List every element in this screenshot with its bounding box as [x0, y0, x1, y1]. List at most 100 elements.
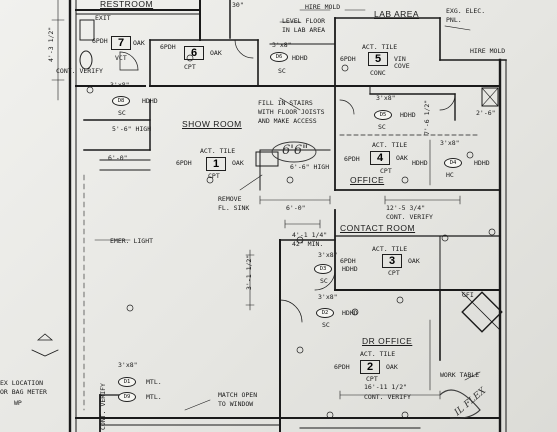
lab-number: 5	[368, 52, 388, 66]
d5-hdhd: HDHD	[400, 111, 416, 119]
show-number: 1	[206, 157, 226, 171]
restroom-oak: OAK	[133, 39, 145, 47]
note-cont-verify-2: CONT. VERIFY	[364, 393, 411, 401]
handwritten-dimension: 6'6"	[282, 143, 309, 158]
d9-mtl: MTL.	[146, 393, 162, 401]
note-in-lab-area: IN LAB AREA	[282, 26, 326, 34]
note-emer-light: EMER. LIGHT	[110, 237, 154, 245]
d3-hdhd: HDHD	[342, 265, 358, 273]
door-tag-d3: D3	[314, 264, 332, 274]
restroom-label: RESTROOM	[100, 0, 154, 9]
lab-area-label: LAB AREA	[374, 9, 420, 19]
restroom-tag: EXIT	[95, 14, 111, 22]
office-label: OFFICE	[350, 175, 385, 185]
office-hdhr: HDHD	[412, 159, 428, 167]
note-fill-stairs: FILL IN STAIRS	[258, 99, 313, 107]
dr-spec: 6PDH	[334, 363, 350, 371]
dim-door-d1: 3'x8"	[118, 361, 138, 369]
dr-tile: ACT. TILE	[360, 350, 396, 358]
dim-contact-width: 12'-5 3/4"	[386, 204, 426, 212]
note-level-floor: LEVEL FLOOR	[282, 17, 326, 25]
show-finish: CPT	[208, 172, 220, 180]
dim-contact-depth: 4'-1 1/4"	[292, 231, 328, 239]
note-hire-mold-2: HIRE MOLD	[470, 47, 506, 55]
note-high-2: 6'-6" HIGH	[290, 163, 330, 171]
gfi-tag: GFI	[462, 291, 474, 299]
door-tag-d1: D1	[118, 377, 136, 387]
door-tag-d9: D9	[118, 392, 136, 402]
room6-number: 6	[184, 46, 204, 60]
restroom-finish: VCT	[115, 54, 127, 62]
sink-outline	[255, 151, 279, 167]
contact-tile: ACT. TILE	[372, 245, 408, 253]
door-tag-d6: D6	[270, 52, 288, 62]
show-tile: ACT. TILE	[200, 147, 236, 155]
lab-hdhd: HDHD	[292, 54, 308, 62]
note-bag-meter: OR BAG METER	[0, 388, 47, 396]
dim-right-small: 2'-6"	[476, 109, 496, 117]
room6-spec: 6PDH	[160, 43, 176, 51]
lab-finish: CONC	[370, 69, 386, 77]
d5-sc: SC	[378, 123, 386, 131]
d3-sc: SC	[320, 277, 328, 285]
dr-number: 2	[360, 360, 380, 374]
restroom-number: 7	[111, 36, 131, 50]
note-fl-sink: FL. SINK	[218, 204, 250, 212]
show-spec: 6PDH	[176, 159, 192, 167]
alcove-sc: SC	[118, 109, 126, 117]
lab-tile: ACT. TILE	[362, 43, 398, 51]
note-make-access: AND MAKE ACCESS	[258, 117, 317, 125]
office-spec: 6PDH	[344, 155, 360, 163]
dim-alcove-door: 3'x8"	[110, 81, 130, 89]
room6-finish: CPT	[184, 63, 196, 71]
dim-30: 30"	[232, 1, 244, 9]
contact-room-label: CONTACT ROOM	[340, 223, 416, 233]
door-tag-d5: D5	[374, 110, 392, 120]
dim-door-lab: 3'x8"	[272, 41, 292, 49]
dim-counter: 6'-0"	[286, 204, 306, 212]
d2-hdhd: HDHD	[342, 309, 358, 317]
d2-sc: SC	[322, 321, 330, 329]
dim-42-min: 42" MIN.	[292, 240, 324, 248]
dim-door-d4: 3'x8"	[440, 139, 460, 147]
note-high-1: 5'-6" HIGH	[112, 125, 152, 133]
d4-hdhd: HDHD	[474, 159, 490, 167]
dr-finish: CPT	[366, 375, 378, 383]
dim-door-d2: 3'x8"	[318, 293, 338, 301]
dim-office-height: 7'-6 1/2"	[423, 99, 431, 135]
note-pnl: PNL.	[446, 16, 462, 24]
contact-finish: CPT	[388, 269, 400, 277]
handwritten-circle	[271, 141, 317, 163]
door-tag-d4: D4	[444, 158, 462, 168]
note-exg-elec: EXG. ELEC.	[446, 7, 486, 15]
note-match-open: MATCH OPEN	[218, 391, 258, 399]
dim-door-d3: 3'x8"	[318, 251, 338, 259]
lab-vin-cove: VIN COVE	[394, 55, 410, 70]
office-tile: ACT. TILE	[372, 141, 408, 149]
office-finish: CPT	[380, 167, 392, 175]
dim-dr-width: 16'-11 1/2"	[364, 383, 408, 391]
d1-mtl: MTL.	[146, 378, 162, 386]
note-hire-mold: HIRE MOLD	[305, 3, 341, 11]
dim-alcove-width: 6'-0"	[108, 154, 128, 162]
lab-spec: 6PDH	[340, 55, 356, 63]
door-tag-d2: D2	[316, 308, 334, 318]
office-number: 4	[370, 151, 390, 165]
contact-spec: 6PDH	[340, 257, 356, 265]
show-oak: OAK	[232, 159, 244, 167]
note-ex-location: EX LOCATION	[0, 379, 44, 387]
corner-fixture	[461, 291, 503, 333]
note-cont-verify-left: CONT. VERIFY	[56, 67, 103, 75]
note-cont-verify-1: CONT. VERIFY	[386, 213, 433, 221]
note-work-table: WORK TABLE	[440, 371, 480, 379]
dim-left-contact: 3'-1 1/2"	[245, 254, 253, 290]
contact-number: 3	[382, 254, 402, 268]
alcove-hdhd: HDHD	[142, 97, 158, 105]
door-tag-d8: D8	[112, 96, 130, 106]
office-oak: OAK	[396, 154, 408, 162]
dim-d5-door: 3'x8"	[376, 94, 396, 102]
note-floor-joists: WITH FLOOR JOISTS	[258, 108, 325, 116]
dr-office-label: DR OFFICE	[362, 336, 413, 346]
